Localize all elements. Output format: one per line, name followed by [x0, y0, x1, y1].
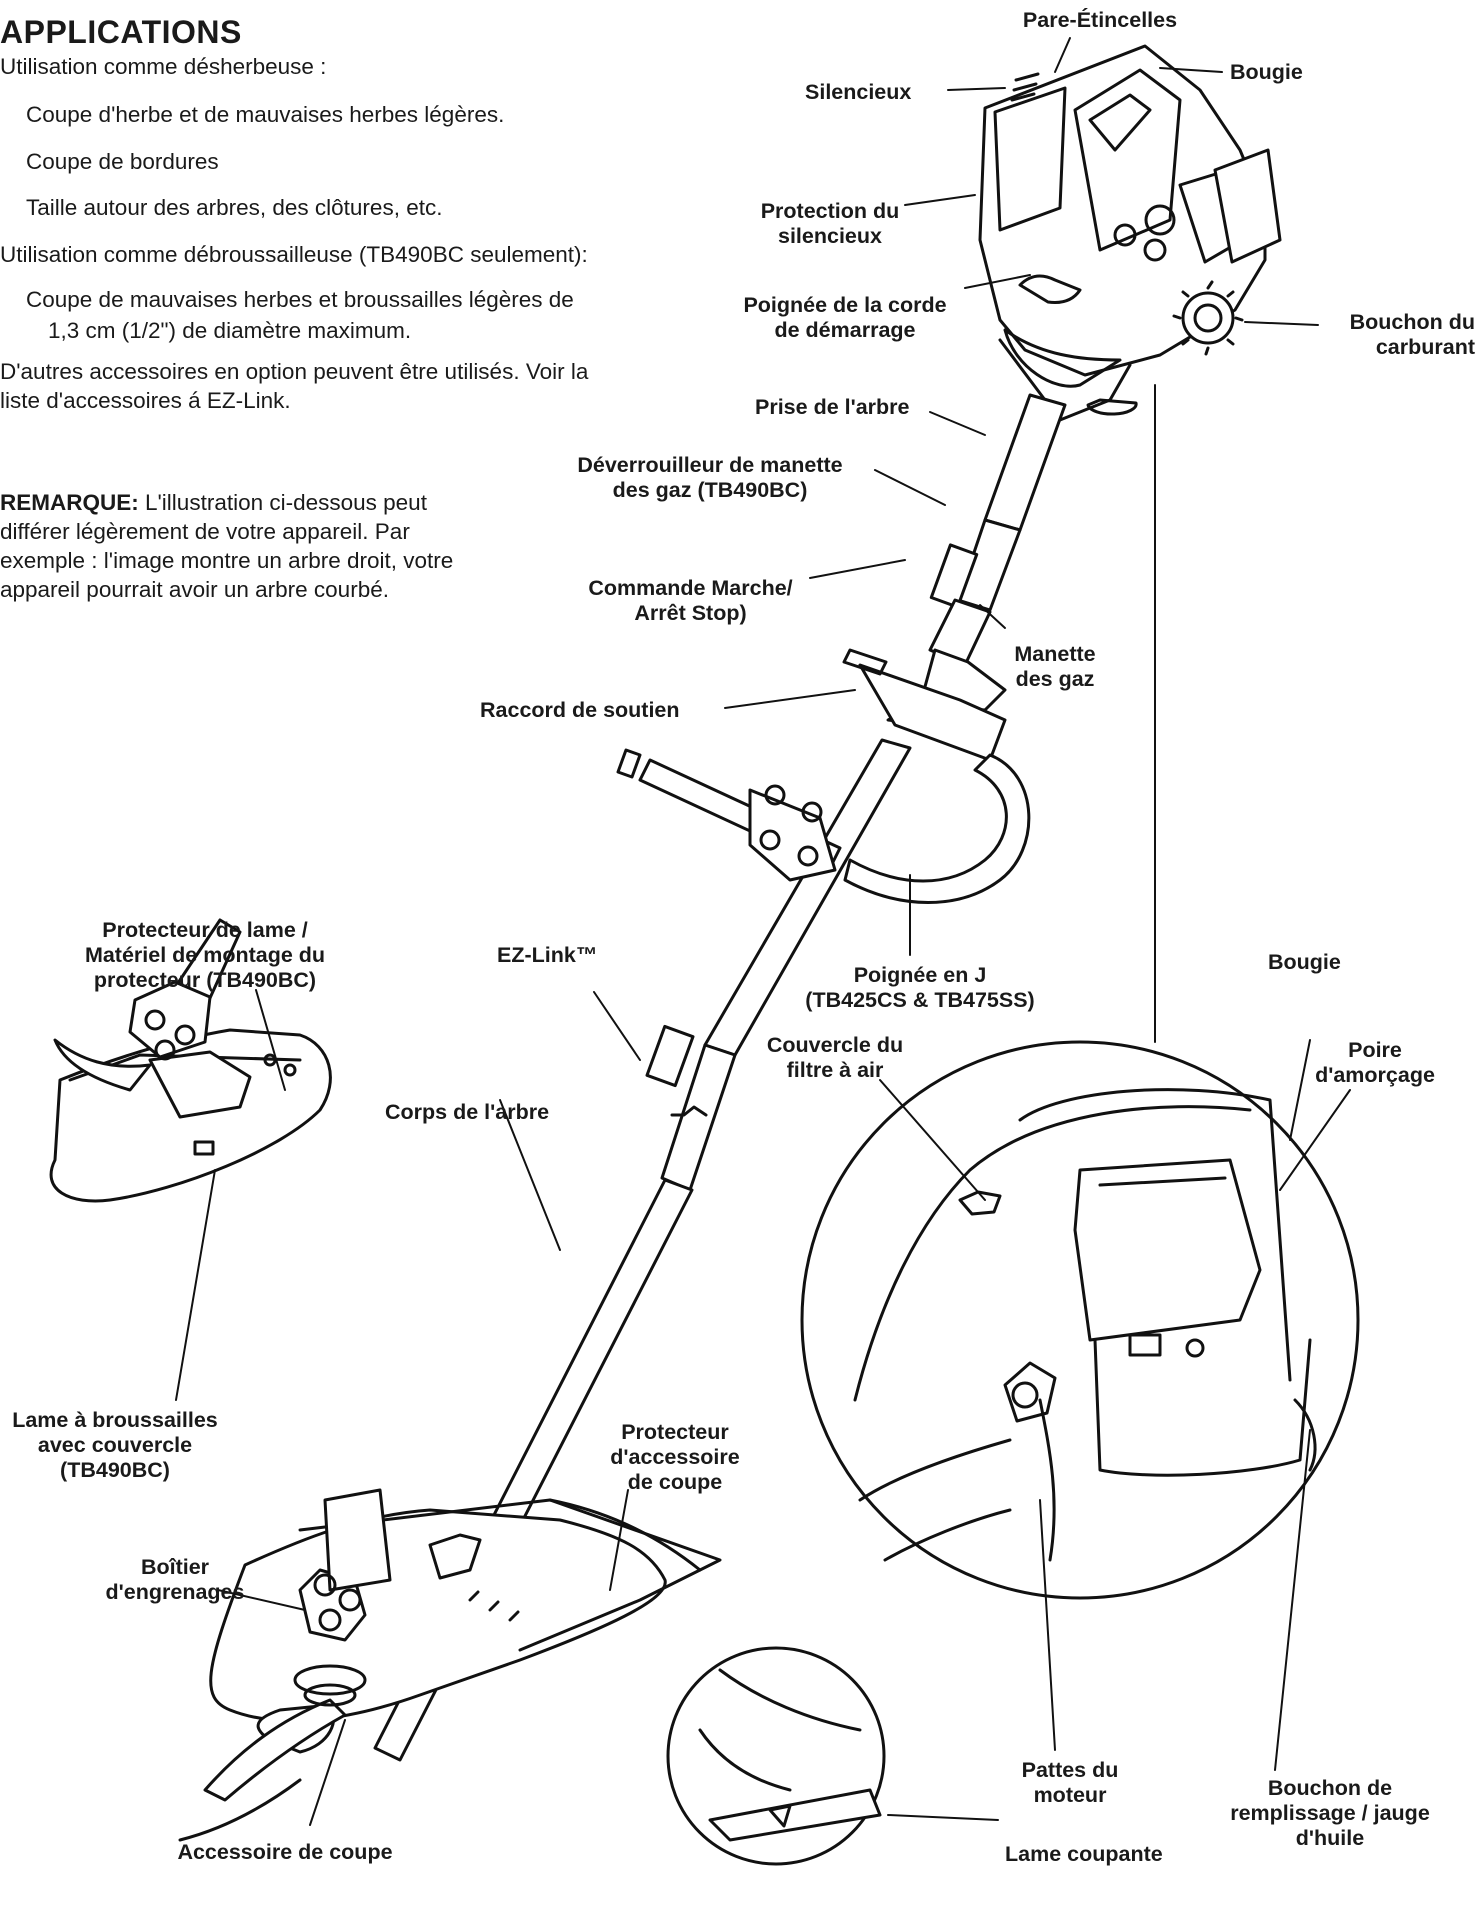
label-prise-arbre: Prise de l'arbre [755, 395, 910, 419]
usage-item-grass: Coupe d'herbe et de mauvaises herbes lég… [26, 102, 505, 127]
usage-accessories-line-2: liste d'accessoires á EZ-Link. [0, 388, 291, 413]
label-raccord-soutien: Raccord de soutien [480, 698, 680, 722]
label-protecteur-lame: Protecteur de lame / Matériel de montage… [84, 918, 326, 992]
note-text: L'illustration ci-dessous peut différer … [0, 490, 454, 602]
label-couvercle-filtre: Couvercle du filtre à air [766, 1033, 904, 1082]
label-lame-coupante: Lame coupante [1005, 1842, 1163, 1866]
label-lame-broussailles: Lame à broussailles avec couvercle (TB49… [12, 1408, 218, 1482]
usage-item-brush-diameter: 1,3 cm (1/2") de diamètre maximum. [48, 318, 412, 343]
label-bouchon-remplissage: Bouchon de remplissage / jauge d'huile [1230, 1776, 1430, 1850]
label-bougie-top: Bougie [1230, 60, 1303, 84]
usage-brushcutter-line: Utilisation comme débroussailleuse (TB49… [0, 242, 588, 267]
label-bouchon-carburant: Bouchon du carburant [1349, 310, 1475, 359]
label-ez-link: EZ-Link™ [497, 943, 598, 967]
brush-blade-drawing [49, 918, 332, 1203]
usage-item-trees: Taille autour des arbres, des clôtures, … [26, 195, 443, 220]
section-heading: APPLICATIONS [0, 14, 242, 50]
label-pattes-moteur: Pattes du moteur [1021, 1758, 1119, 1807]
note-label: REMARQUE: [0, 490, 139, 515]
label-manette-gaz: Manette des gaz [1014, 642, 1096, 691]
label-poignee-j: Poignée en J (TB425CS & TB475SS) [805, 963, 1035, 1012]
label-poignee-corde: Poignée de la corde de démarrage [743, 293, 947, 342]
label-corps-arbre: Corps de l'arbre [385, 1100, 550, 1124]
label-commande-marche: Commande Marche/ Arrêt Stop) [588, 576, 793, 625]
usage-accessories-line: D'autres accessoires en option peuvent ê… [0, 359, 589, 384]
label-accessoire-coupe: Accessoire de coupe [177, 1840, 393, 1864]
engine-drawing [978, 44, 1282, 422]
note-paragraph: REMARQUE: L'illustration ci-dessous peut… [0, 488, 470, 604]
label-protecteur-accessoire: Protecteur d'accessoire de coupe [610, 1420, 740, 1494]
engine-zoom-drawing [800, 384, 1360, 1600]
usage-item-brush: Coupe de mauvaises herbes et broussaille… [26, 287, 574, 312]
cutting-head-drawing [178, 1488, 722, 1842]
label-boitier-engrenages: Boîtier d'engrenages [105, 1555, 245, 1604]
label-protection-silencieux: Protection du silencieux [760, 199, 900, 248]
usage-trimmer-line: Utilisation comme désherbeuse : [0, 54, 327, 79]
label-deverrouilleur: Déverrouilleur de manette des gaz (TB490… [577, 453, 843, 502]
label-bougie-zoom: Bougie [1268, 950, 1341, 974]
label-pare-etincelles: Pare-Étincelles [1022, 8, 1178, 32]
j-handle-drawing [616, 648, 1031, 904]
label-poire-amorcage: Poire d'amorçage [1315, 1038, 1435, 1087]
usage-item-edging: Coupe de bordures [26, 149, 219, 174]
label-silencieux: Silencieux [805, 80, 912, 104]
leader-lines [175, 37, 1351, 1826]
blade-zoom-drawing [666, 1646, 886, 1866]
